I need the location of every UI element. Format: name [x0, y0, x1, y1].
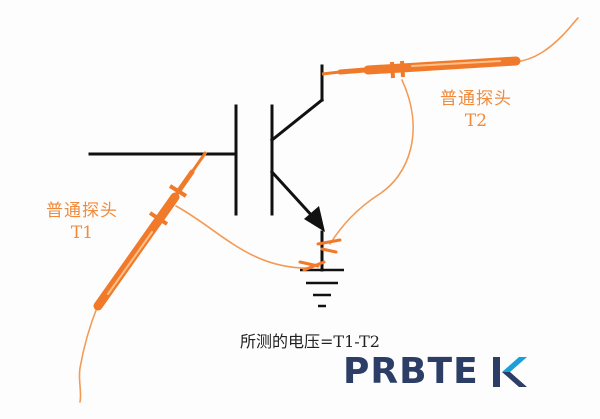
- probe-t2-ring: [390, 61, 395, 79]
- probe-t2-ring-2: [400, 60, 405, 78]
- brand-k-mark: [493, 357, 527, 387]
- brand-wordmark: PRBTE: [343, 351, 479, 392]
- voltage-caption: 所测的电压=T1-T2: [240, 332, 380, 351]
- probe-t1-highlight: [107, 231, 153, 295]
- collector-branch: [269, 97, 325, 143]
- probe-t1-body: [93, 192, 180, 311]
- probe-t1: [93, 151, 208, 311]
- probe-t2: [321, 56, 521, 79]
- probe-t1-tip: [190, 151, 208, 173]
- probe-t2-ground-lead: [329, 79, 414, 245]
- probe-t1-ring: [168, 184, 188, 198]
- probe-t2-hook: [337, 67, 368, 75]
- probe-t2-cable: [514, 17, 579, 63]
- probe-t1-ring-2: [148, 211, 169, 226]
- ground-clips: [298, 238, 342, 272]
- probe-t1-name: 普通探头: [46, 201, 118, 221]
- probe-t2-highlight: [411, 60, 501, 67]
- probe-t2-name: 普通探头: [440, 89, 512, 109]
- probe-t2-tip: [321, 70, 341, 76]
- probe-t2-id: T2: [464, 111, 488, 131]
- probe-t1-id: T1: [70, 223, 94, 243]
- ground-symbol: [300, 268, 344, 308]
- emitter-arrow: [304, 206, 325, 232]
- brand-logo: PRBTE: [343, 350, 533, 394]
- emitter-branch: [269, 169, 317, 221]
- igbt-symbol: [88, 64, 325, 272]
- probe-t2-label: 普通探头 T2: [420, 88, 532, 132]
- probe-t1-label: 普通探头 T1: [26, 200, 138, 244]
- probe-t1-hook: [175, 169, 195, 195]
- probe-t1-cable: [78, 304, 99, 403]
- probe-t1-ground-lead: [175, 205, 313, 269]
